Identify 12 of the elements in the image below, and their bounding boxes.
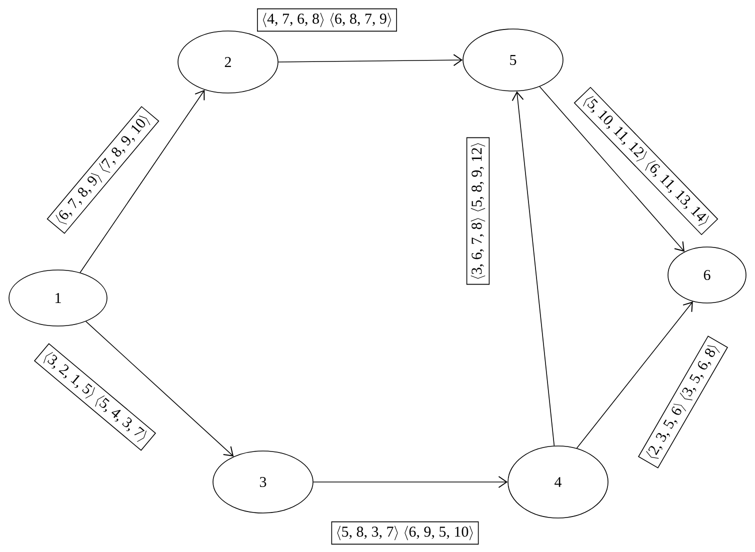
arrow: [278, 54, 463, 66]
arrow: [313, 476, 508, 488]
arrow: [80, 90, 205, 273]
edge-label: ⟨5, 10, 11, 12⟩ ⟨6, 11, 13, 14⟩: [574, 86, 718, 236]
arrow: [512, 91, 555, 446]
arrow: [86, 321, 234, 456]
arrow: [576, 302, 693, 449]
edge-label: ⟨4, 7, 6, 8⟩ ⟨6, 8, 7, 9⟩: [257, 8, 397, 32]
arrow: [539, 86, 684, 252]
edge-label: ⟨3, 6, 7, 8⟩ ⟨5, 8, 9, 12⟩: [466, 137, 490, 285]
edge-label: ⟨6, 7, 8, 9⟩ ⟨7, 8, 9, 10⟩: [46, 106, 160, 234]
edge-label: ⟨5, 8, 3, 7⟩ ⟨6, 9, 5, 10⟩: [331, 521, 479, 545]
